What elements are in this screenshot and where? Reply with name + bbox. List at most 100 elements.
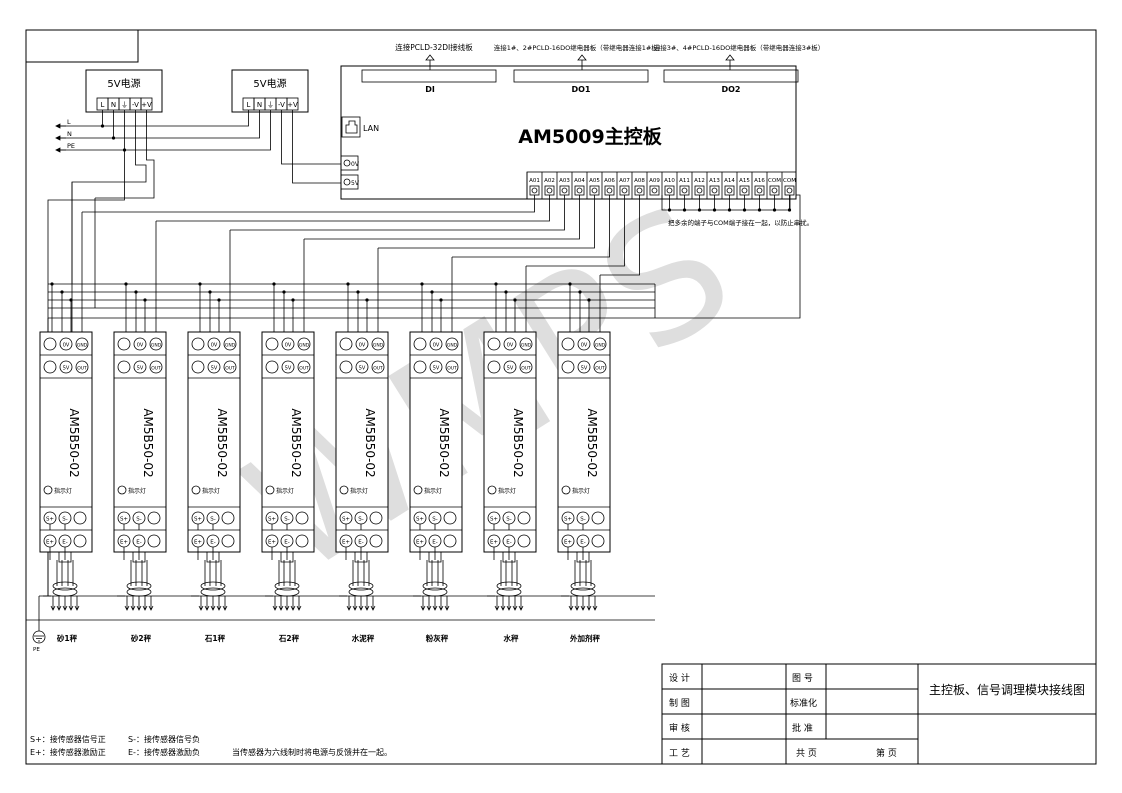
terminal-5v bbox=[503, 360, 517, 374]
indicator-led-icon bbox=[561, 485, 571, 495]
terminal-label: OUT bbox=[299, 366, 309, 372]
terminal-label: GND bbox=[595, 343, 606, 349]
sensor-leads bbox=[493, 524, 516, 563]
top-labels: 连接PCLD-32DI接线板 连接1#、2#PCLD-16DO继电器板（带继电器… bbox=[395, 42, 824, 70]
sensor-leads bbox=[345, 524, 368, 563]
terminal-label: S- bbox=[506, 517, 511, 523]
terminal-label: S+ bbox=[342, 517, 350, 523]
terminal-out bbox=[593, 360, 607, 374]
terminal-5v bbox=[59, 360, 73, 374]
screw-icon bbox=[443, 511, 457, 525]
screw-icon bbox=[413, 337, 427, 351]
screw-icon bbox=[756, 187, 763, 194]
scale-label: 粉灰秤 bbox=[426, 633, 449, 643]
module-body bbox=[483, 331, 537, 553]
junction-dot bbox=[50, 282, 54, 286]
do1-label: 连接1#、2#PCLD-16DO继电器板（带继电器连接1#板） bbox=[494, 43, 665, 52]
screw-icon bbox=[191, 360, 205, 374]
screw-icon bbox=[591, 511, 605, 525]
tb-approve: 批 准 bbox=[792, 722, 813, 734]
ao-pin-label: A14 bbox=[724, 178, 735, 184]
terminal-label: S+ bbox=[564, 517, 572, 523]
screw-icon bbox=[295, 534, 309, 548]
arrow-down-icon bbox=[494, 596, 524, 611]
junction-dot bbox=[787, 208, 792, 212]
ao-pin-label: A10 bbox=[664, 178, 675, 184]
screw-icon bbox=[606, 187, 613, 194]
screw-icon bbox=[636, 187, 643, 194]
terminal-label: OUT bbox=[373, 366, 383, 372]
psu-terminal-label: -V bbox=[278, 101, 285, 109]
junction-dot bbox=[439, 298, 443, 302]
drawing-frame bbox=[25, 29, 1097, 765]
terminal-label: S- bbox=[432, 517, 437, 523]
screw-icon bbox=[591, 187, 598, 194]
cable-shield-icon bbox=[52, 581, 78, 591]
arrow-up-icon bbox=[577, 54, 587, 70]
pin-0v-label: 0V bbox=[351, 161, 360, 168]
module-body bbox=[39, 331, 93, 553]
cable-shield-icon bbox=[52, 587, 78, 597]
cable-wires bbox=[574, 560, 592, 586]
scale-label: 石2秤 bbox=[278, 633, 300, 643]
title-block-grid bbox=[662, 664, 1096, 764]
terminal-out bbox=[223, 360, 237, 374]
wire-com-return bbox=[48, 194, 801, 319]
terminal-out bbox=[371, 360, 385, 374]
arrow-down-icon bbox=[50, 596, 80, 611]
module-model: AM5B50-02 bbox=[67, 408, 81, 477]
screw-icon bbox=[531, 187, 538, 194]
wire-n bbox=[113, 110, 260, 139]
terminal-label: E- bbox=[62, 540, 67, 546]
screw-icon bbox=[711, 187, 718, 194]
terminal-label: S- bbox=[284, 517, 289, 523]
tb-total-pages: 共 页 bbox=[796, 748, 817, 759]
terminal-out bbox=[297, 360, 311, 374]
terminal-0v bbox=[207, 337, 221, 351]
ao-pin-label: A13 bbox=[709, 178, 720, 184]
junction-dot bbox=[291, 298, 295, 302]
screw-icon bbox=[443, 534, 457, 548]
terminal-label: E- bbox=[358, 540, 363, 546]
lan-port-icon bbox=[341, 116, 361, 138]
ao-pin-label: A16 bbox=[754, 178, 765, 184]
indicator-led-icon bbox=[413, 485, 423, 495]
legend-e-plus: E+：接传感器激励正 bbox=[30, 747, 106, 757]
tb-title: 主控板、信号调理模块接线图 bbox=[929, 682, 1085, 697]
tb-review: 审 核 bbox=[669, 722, 690, 734]
screw-icon bbox=[265, 360, 279, 374]
arrow-down-icon bbox=[568, 596, 598, 611]
wire-ao-signal bbox=[82, 195, 535, 213]
terminal-label: E+ bbox=[564, 540, 572, 546]
ao-pin-label: COM bbox=[768, 178, 781, 184]
terminal-label: E- bbox=[432, 540, 437, 546]
terminal-label: S- bbox=[358, 517, 363, 523]
junction-dot bbox=[578, 290, 582, 294]
cable-wires bbox=[500, 560, 518, 586]
terminal-gnd bbox=[445, 337, 459, 351]
junction-dot bbox=[346, 282, 350, 286]
terminal-gnd bbox=[519, 337, 533, 351]
scale-label: 石1秤 bbox=[204, 633, 226, 643]
tb-craft: 工 艺 bbox=[669, 748, 690, 759]
junction-dot bbox=[282, 290, 286, 294]
screw-icon bbox=[43, 337, 57, 351]
ao-pin-terminal bbox=[649, 185, 660, 196]
screw-icon bbox=[576, 187, 583, 194]
cable-shield-icon bbox=[200, 581, 226, 591]
wire-pe bbox=[124, 110, 271, 151]
terminal-5v bbox=[133, 360, 147, 374]
terminal-label: 0V bbox=[507, 343, 514, 349]
tb-fig-no: 图 号 bbox=[792, 673, 813, 684]
terminal-0v bbox=[59, 337, 73, 351]
cable-shield-icon bbox=[570, 587, 596, 597]
module-model: AM5B50-02 bbox=[363, 408, 377, 477]
indicator-label: 指示灯 bbox=[498, 487, 516, 495]
com-note: 把多余的端子与COM端子接在一起，以防止串扰。 bbox=[668, 218, 813, 227]
terminal-label: S+ bbox=[46, 517, 54, 523]
